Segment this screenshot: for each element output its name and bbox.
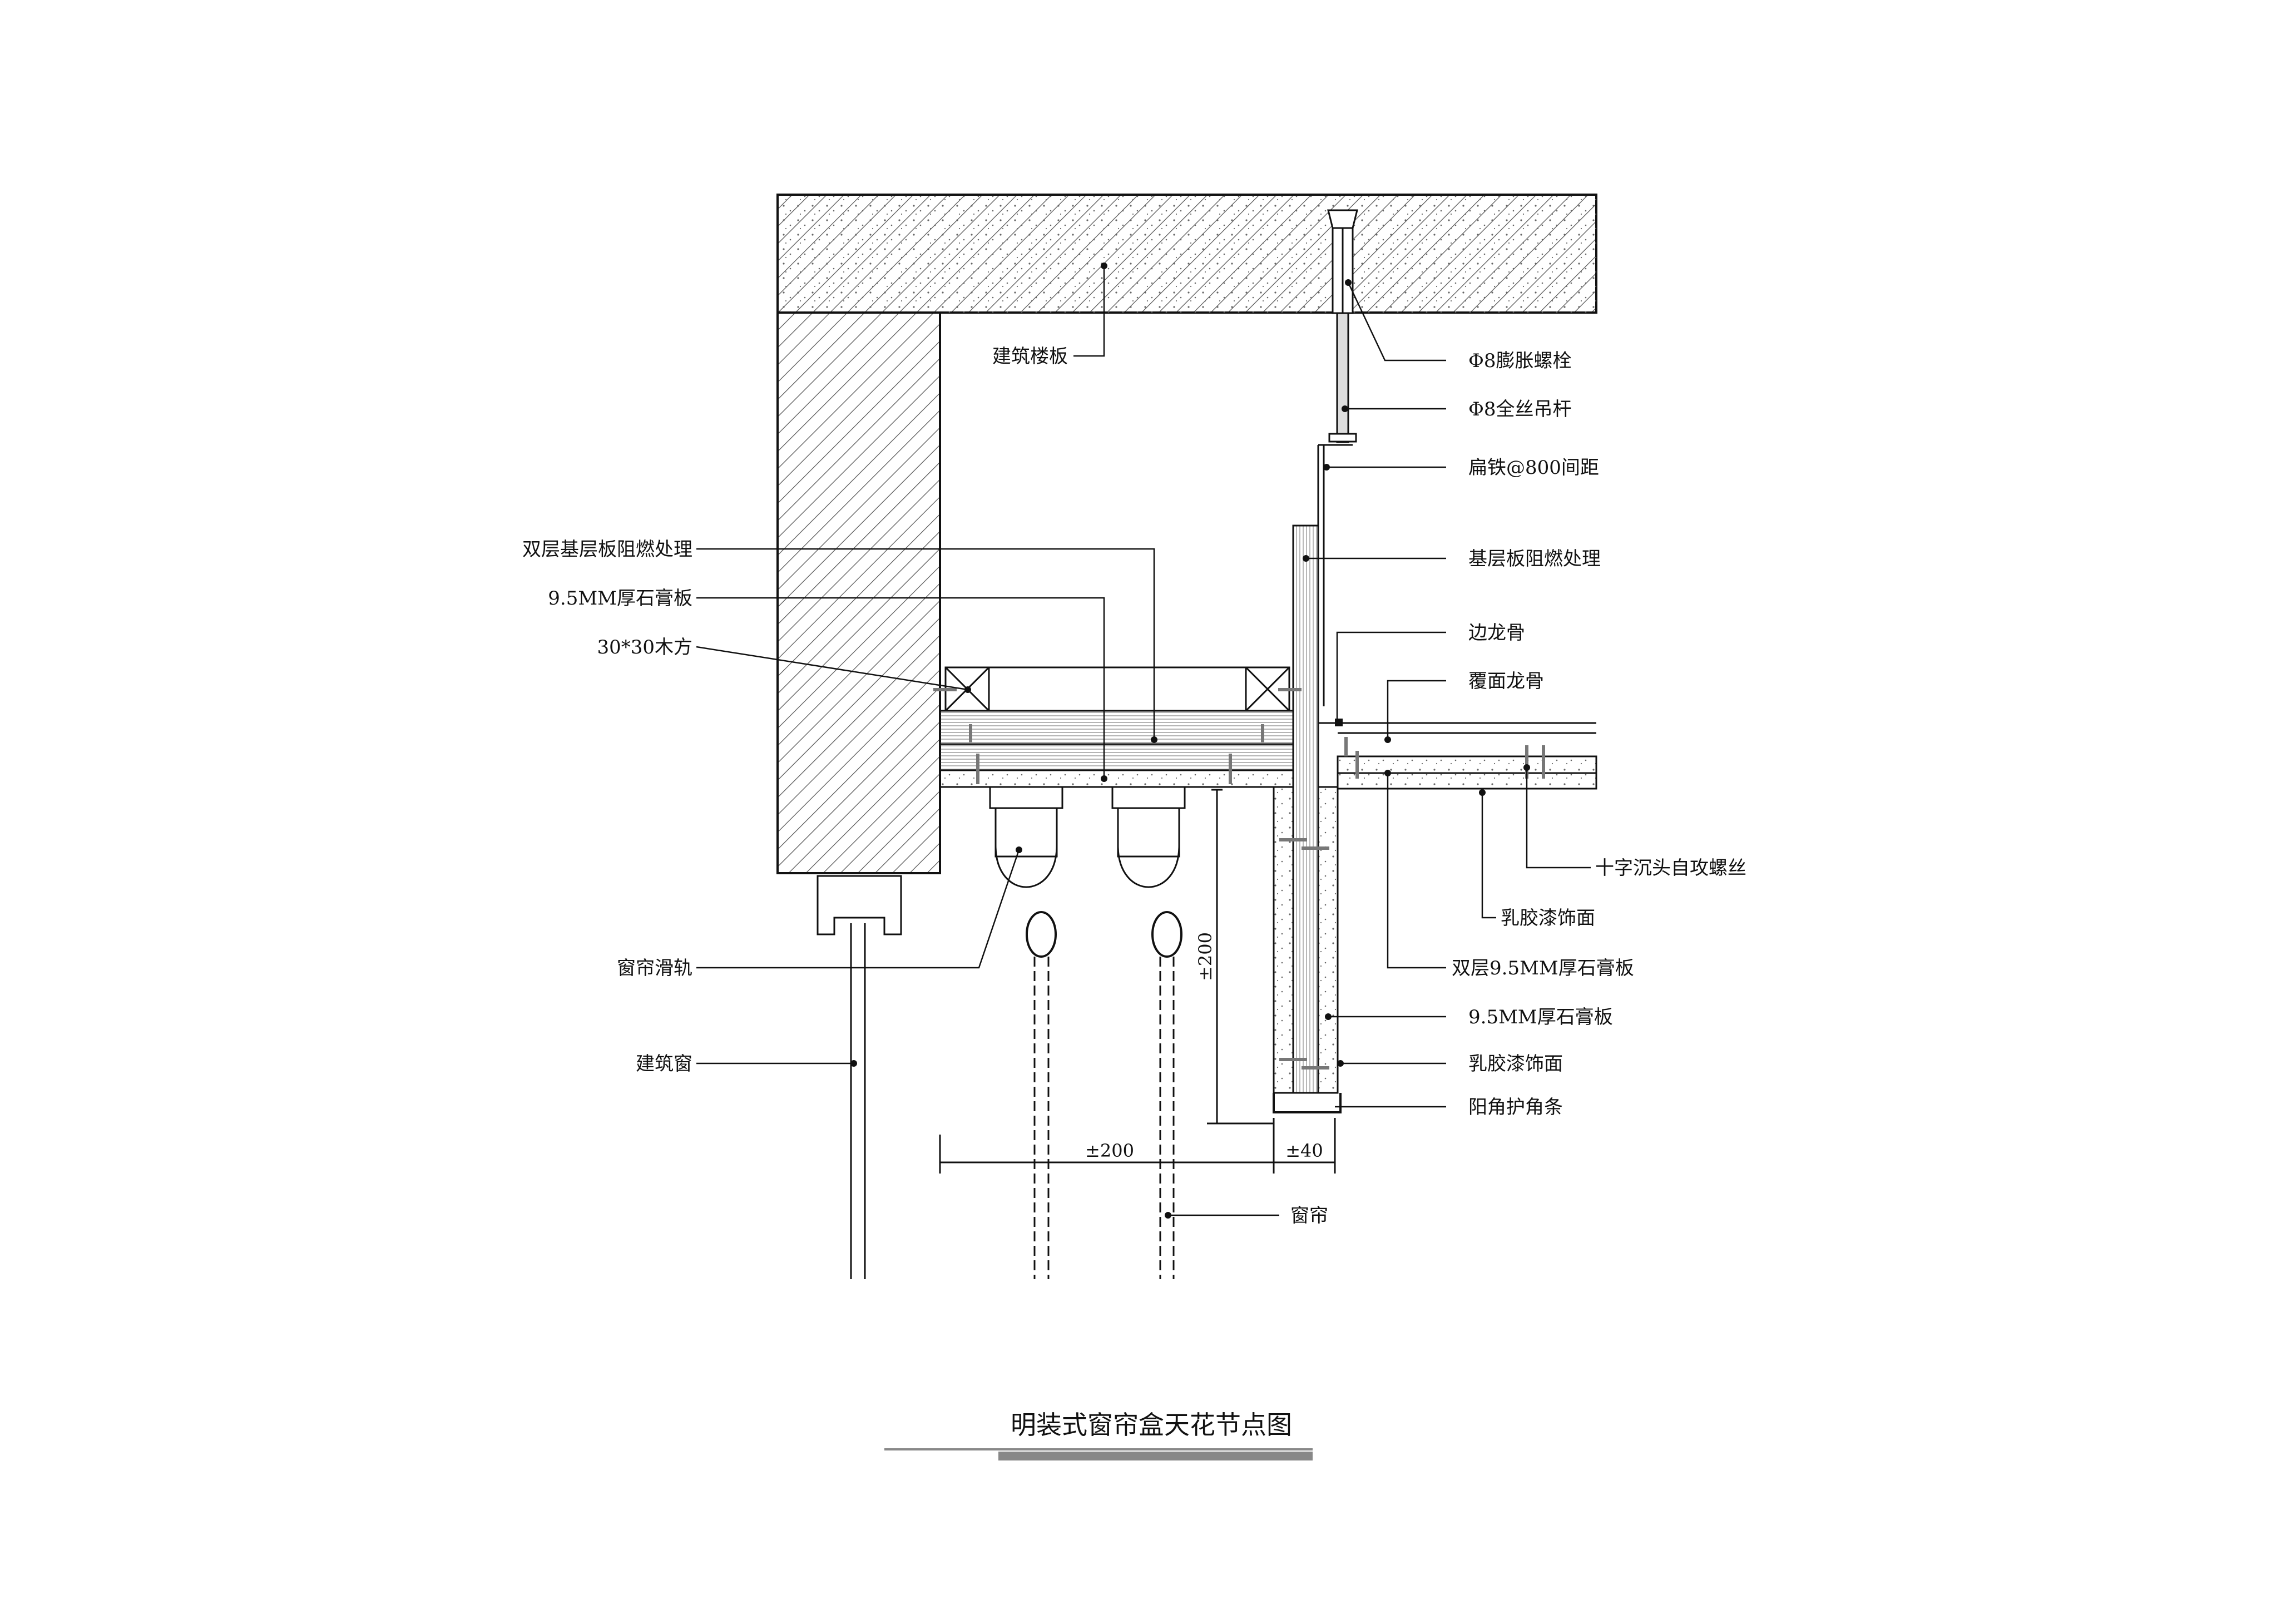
label-edge-keel: 边龙骨 [1468, 622, 1525, 644]
dim-box-thickness: ±40 [1285, 1140, 1323, 1161]
label-building-window: 建筑窗 [636, 1053, 692, 1075]
label-gypsum-95-right: 9.5MM厚石膏板 [1468, 1006, 1613, 1028]
wall-beam [776, 311, 941, 874]
label-flat-iron: 扁铁@800间距 [1468, 457, 1599, 479]
label-curtain-track: 窗帘滑轨 [617, 957, 692, 979]
label-latex-paint-1: 乳胶漆饰面 [1501, 907, 1595, 929]
screws [933, 688, 1545, 1070]
threaded-rod [1328, 312, 1357, 443]
label-wood-square: 30*30木方 [597, 636, 692, 658]
label-gypsum-95: 9.5MM厚石膏板 [548, 587, 692, 610]
label-cover-keel: 覆面龙骨 [1468, 670, 1544, 692]
label-curtain: 窗帘 [1290, 1205, 1328, 1227]
drawing-title: 明装式窗帘盒天花节点图 [1011, 1410, 1292, 1440]
label-threaded-rod: Φ8全丝吊杆 [1468, 398, 1572, 420]
leaders-right [1306, 282, 1591, 1108]
label-expansion-bolt: Φ8膨胀螺栓 [1468, 350, 1572, 372]
dimension-lines [939, 789, 1336, 1174]
curtain-track [989, 786, 1186, 958]
title-underline-thick [998, 1452, 1313, 1460]
dim-height: ±200 [1195, 932, 1216, 981]
dim-depth: ±200 [1085, 1140, 1134, 1161]
leader-dots-left [850, 263, 1171, 1219]
label-floor-slab: 建筑楼板 [992, 345, 1068, 368]
building-window [817, 875, 902, 1279]
label-double-base-board: 双层基层板阻燃处理 [522, 538, 692, 561]
curtain [1033, 957, 1175, 1279]
expansion-bolt [1327, 209, 1358, 314]
leaders-left [696, 266, 1279, 1216]
flat-iron [1317, 444, 1353, 706]
label-countersunk-screw: 十字沉头自攻螺丝 [1595, 857, 1746, 879]
ceiling-keel [1318, 719, 1597, 790]
double-base-board [939, 710, 1294, 788]
vertical-base-board [1273, 524, 1342, 1113]
leader-dots-right [1303, 279, 1530, 1067]
label-base-board-fireproof: 基层板阻燃处理 [1468, 548, 1601, 570]
floor-slab [776, 194, 1597, 314]
label-double-gypsum: 双层9.5MM厚石膏板 [1452, 957, 1634, 979]
label-corner-guard: 阳角护角条 [1468, 1096, 1563, 1118]
label-latex-paint-2: 乳胶漆饰面 [1468, 1053, 1563, 1075]
